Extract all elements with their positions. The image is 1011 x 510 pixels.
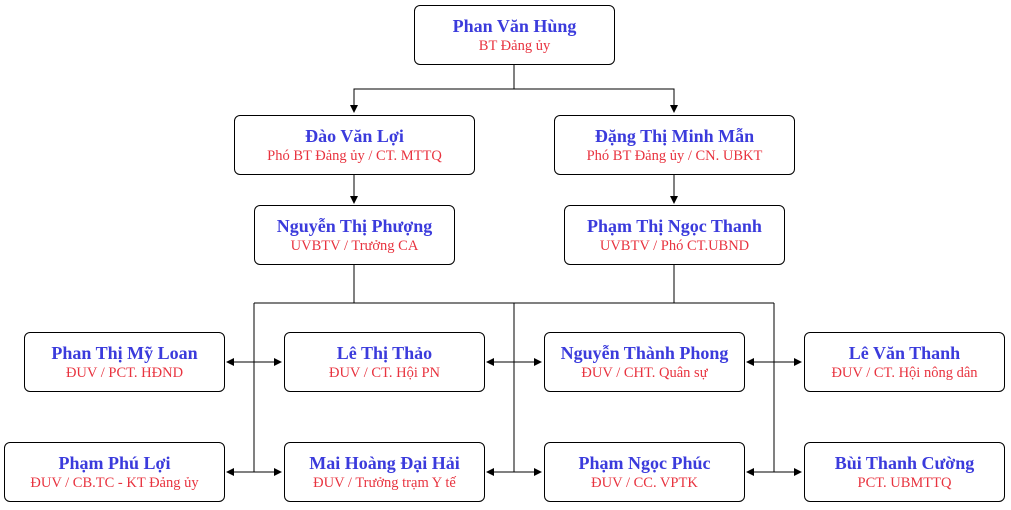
node-member: Phạm Phú Lợi ĐUV / CB.TC - KT Đảng ủy [4,442,225,502]
node-name: Lê Văn Thanh [848,342,961,363]
node-member: Mai Hoàng Đại Hải ĐUV / Trưởng trạm Y tế [284,442,485,502]
node-deputy-left: Đào Văn Lợi Phó BT Đảng ủy / CT. MTTQ [234,115,475,175]
node-member: Phan Thị Mỹ Loan ĐUV / PCT. HĐND [24,332,225,392]
node-name: Phạm Phú Lợi [58,452,171,473]
node-role: ĐUV / Trưởng trạm Y tế [313,474,456,491]
node-name: Nguyễn Thành Phong [560,342,729,363]
node-root: Phan Văn Hùng BT Đảng ủy [414,5,615,65]
node-role: ĐUV / CC. VPTK [591,474,698,491]
node-name: Nguyễn Thị Phượng [276,215,433,236]
node-name: Phan Thị Mỹ Loan [51,342,198,363]
node-name: Đặng Thị Minh Mẫn [594,125,755,146]
node-standing-left: Nguyễn Thị Phượng UVBTV / Trưởng CA [254,205,455,265]
node-member: Lê Văn Thanh ĐUV / CT. Hội nông dân [804,332,1005,392]
node-name: Bùi Thanh Cường [834,452,975,473]
node-role: BT Đảng ủy [478,37,551,54]
node-name: Phạm Thị Ngọc Thanh [587,215,762,236]
node-member: Nguyễn Thành Phong ĐUV / CHT. Quân sự [544,332,745,392]
node-role: UVBTV / Phó CT.UBND [599,237,750,254]
node-member: Phạm Ngọc Phúc ĐUV / CC. VPTK [544,442,745,502]
node-role: Phó BT Đảng ủy / CT. MTTQ [267,147,442,164]
connector-root-deputy-right [514,88,678,113]
node-role: Phó BT Đảng ủy / CN. UBKT [586,147,763,164]
node-role: ĐUV / CT. Hội PN [328,364,441,381]
node-member: Bùi Thanh Cường PCT. UBMTTQ [804,442,1005,502]
node-member: Lê Thị Thảo ĐUV / CT. Hội PN [284,332,485,392]
node-role: PCT. UBMTTQ [857,474,952,491]
node-name: Lê Thị Thảo [336,342,433,363]
node-standing-right: Phạm Thị Ngọc Thanh UVBTV / Phó CT.UBND [564,205,785,265]
node-name: Đào Văn Lợi [305,125,404,146]
connector-root-deputies [350,65,515,113]
node-name: Phan Văn Hùng [452,15,577,36]
node-role: ĐUV / CT. Hội nông dân [831,364,978,381]
node-role: ĐUV / CHT. Quân sự [581,364,708,381]
node-role: ĐUV / PCT. HĐND [65,364,184,381]
node-name: Phạm Ngọc Phúc [578,452,711,473]
connector-standing-bus [254,265,774,304]
node-role: ĐUV / CB.TC - KT Đảng ủy [30,474,199,491]
node-name: Mai Hoàng Đại Hải [309,452,460,473]
node-role: UVBTV / Trưởng CA [290,237,419,254]
node-deputy-right: Đặng Thị Minh Mẫn Phó BT Đảng ủy / CN. U… [554,115,795,175]
